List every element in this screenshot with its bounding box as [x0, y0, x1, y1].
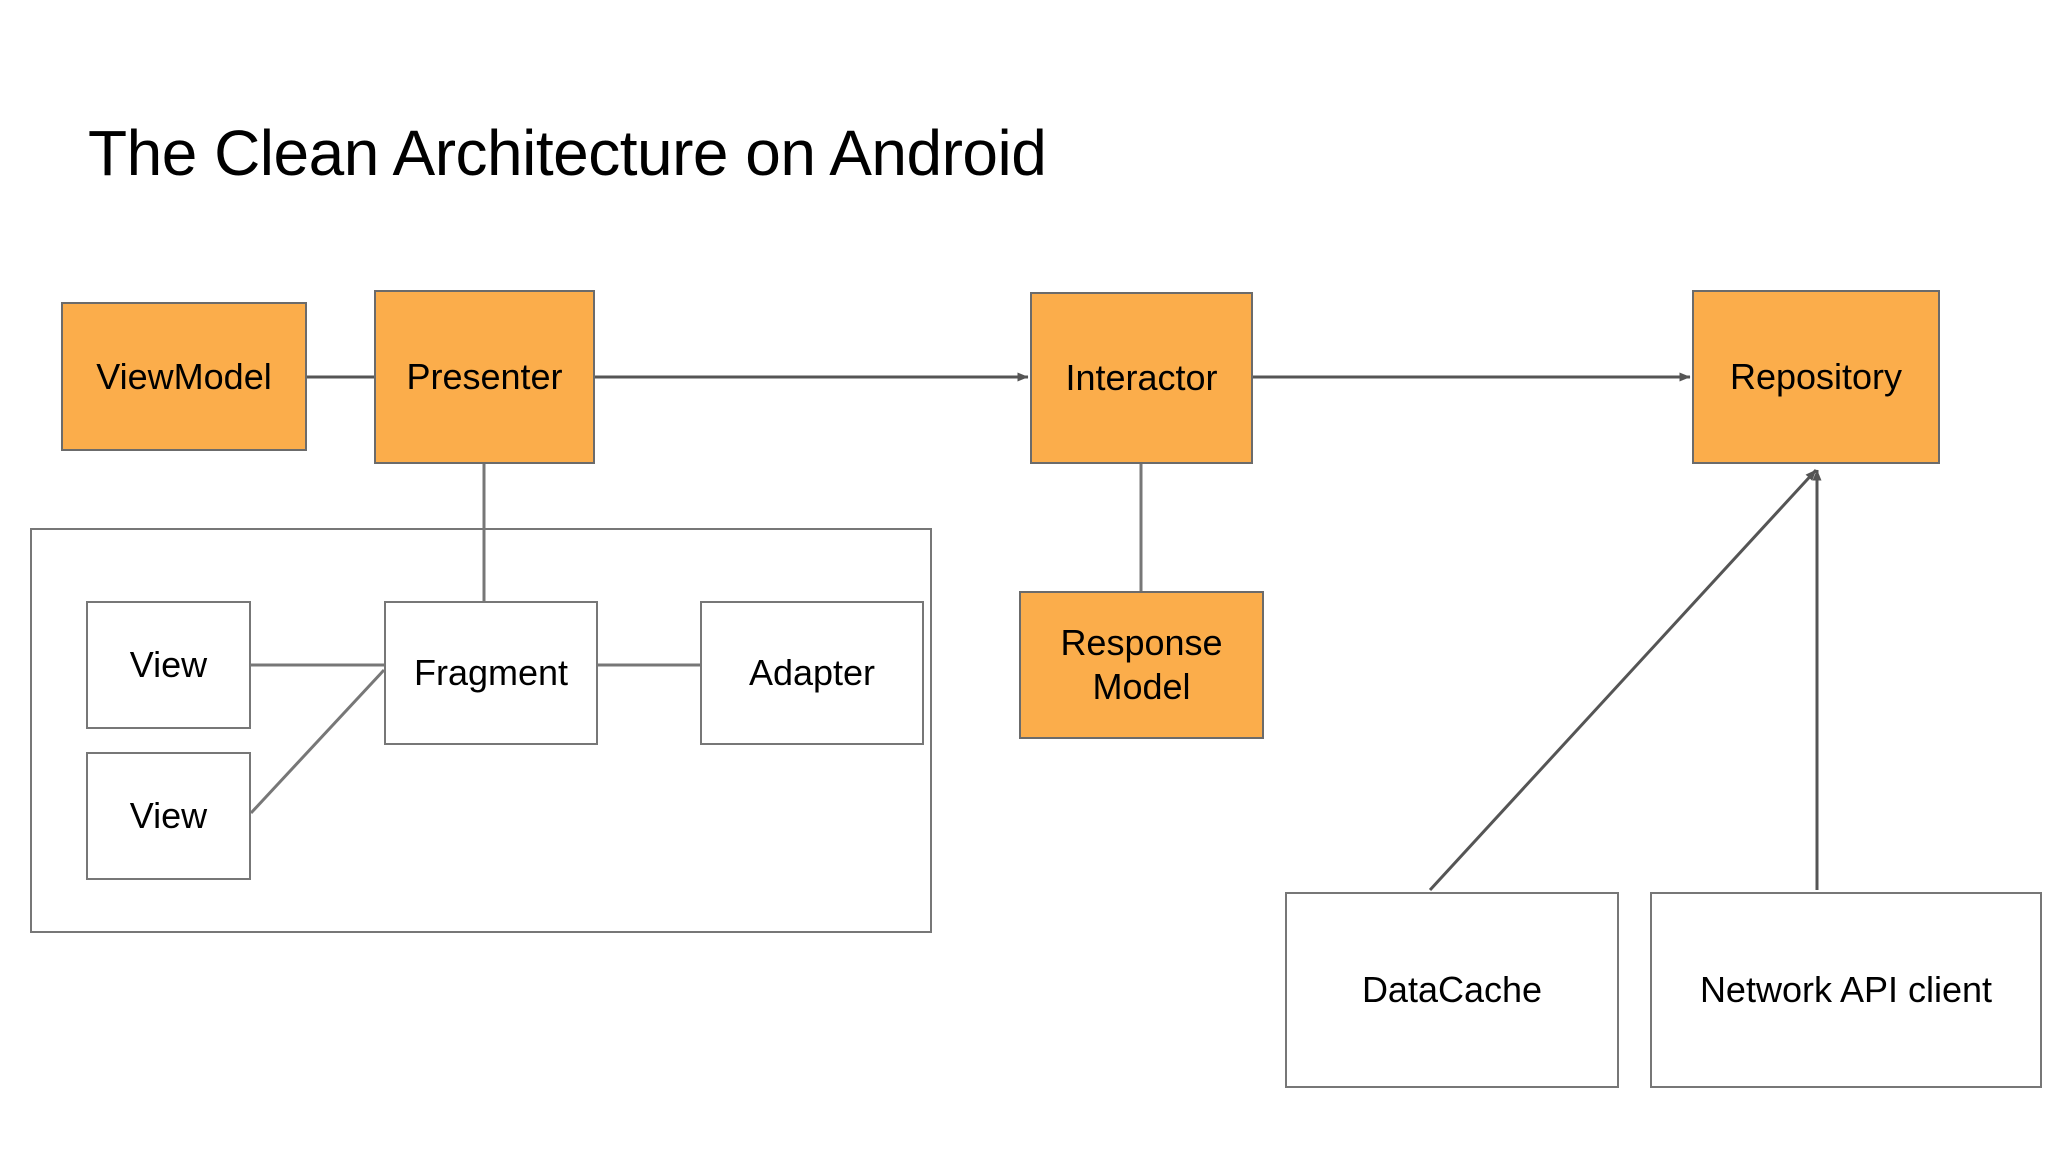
- node-viewmodel-label: ViewModel: [96, 355, 272, 397]
- node-view-top[interactable]: View: [86, 601, 251, 729]
- node-view-top-label: View: [129, 644, 208, 686]
- node-datacache[interactable]: DataCache: [1285, 892, 1619, 1088]
- node-response-model[interactable]: Response Model: [1019, 591, 1264, 739]
- node-network-api-client-label: Network API client: [1699, 969, 1993, 1011]
- node-fragment-label: Fragment: [413, 652, 569, 694]
- page-title: The Clean Architecture on Android: [88, 117, 1047, 189]
- node-view-bottom[interactable]: View: [86, 752, 251, 880]
- node-adapter[interactable]: Adapter: [700, 601, 924, 745]
- node-datacache-label: DataCache: [1361, 969, 1543, 1011]
- node-interactor-label: Interactor: [1065, 357, 1218, 399]
- node-repository-label: Repository: [1729, 356, 1903, 398]
- node-fragment[interactable]: Fragment: [384, 601, 598, 745]
- edge-datacache-repository: [1428, 468, 1818, 892]
- node-repository[interactable]: Repository: [1692, 290, 1940, 464]
- node-view-bottom-label: View: [129, 795, 208, 837]
- node-interactor[interactable]: Interactor: [1030, 292, 1253, 464]
- node-presenter-label: Presenter: [406, 356, 563, 398]
- android-ui-group-container: [30, 528, 932, 933]
- node-response-model-label: Response Model: [1060, 622, 1223, 707]
- node-network-api-client[interactable]: Network API client: [1650, 892, 2042, 1088]
- node-presenter[interactable]: Presenter: [374, 290, 595, 464]
- node-viewmodel[interactable]: ViewModel: [61, 302, 307, 451]
- node-adapter-label: Adapter: [748, 652, 876, 694]
